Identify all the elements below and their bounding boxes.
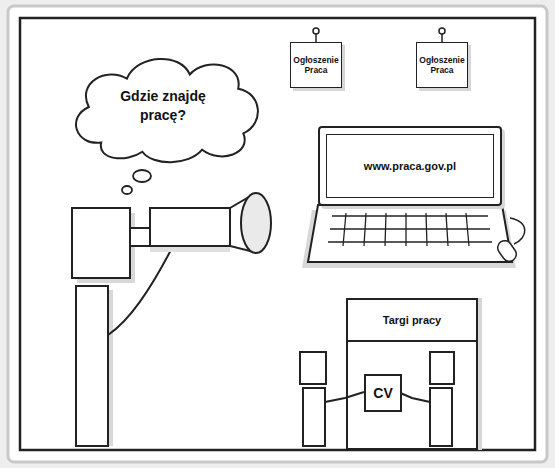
pin-head — [439, 28, 445, 34]
key-col — [405, 213, 406, 246]
mouse — [495, 238, 519, 264]
cv-paper: CV — [364, 374, 402, 412]
job-fair-building: Targi pracyCV — [346, 298, 478, 450]
key-col — [385, 213, 386, 246]
binocular-eyepiece — [130, 228, 152, 246]
job-notice: Ogłoszenie Praca — [290, 42, 342, 88]
node-text: Gdzie znajdę pracę? — [60, 87, 266, 125]
key-col — [343, 213, 346, 246]
person-body — [303, 388, 325, 446]
person-body — [76, 286, 108, 446]
person-arm — [325, 392, 364, 402]
key-col — [446, 213, 448, 246]
key-col — [364, 213, 366, 246]
laptop-screen: www.praca.gov.pl — [318, 126, 502, 206]
person-body — [430, 388, 452, 446]
person-arm — [108, 248, 172, 335]
key-row — [332, 215, 488, 216]
inner-frame — [20, 18, 535, 450]
node-text: Targi pracy — [348, 300, 476, 342]
laptop-keyboard — [308, 205, 512, 262]
person-head — [430, 352, 454, 384]
mouse-cable — [510, 218, 525, 244]
pin-head — [313, 28, 319, 34]
person-head — [300, 352, 326, 384]
keyboard-grid — [328, 213, 492, 246]
node-text: www.praca.gov.pl — [326, 134, 494, 198]
thought-cloud: Gdzie znajdę pracę? — [60, 46, 266, 166]
binocular-tube — [150, 208, 230, 246]
node-text: CV — [373, 385, 392, 401]
job-notice: Ogłoszenie Praca — [416, 42, 468, 88]
key-row — [328, 241, 492, 242]
person-arm — [398, 392, 430, 402]
thought-dot — [122, 186, 132, 194]
node-text: Ogłoszenie Praca — [419, 55, 465, 75]
key-col — [426, 213, 427, 246]
thought-dot — [133, 170, 151, 182]
key-col — [466, 213, 469, 246]
node-text: Ogłoszenie Praca — [293, 55, 339, 75]
outer-frame — [8, 6, 547, 462]
key-row — [330, 228, 490, 229]
binocular-lens — [241, 193, 271, 253]
person-head — [72, 208, 130, 278]
cloud-outline — [60, 46, 266, 166]
